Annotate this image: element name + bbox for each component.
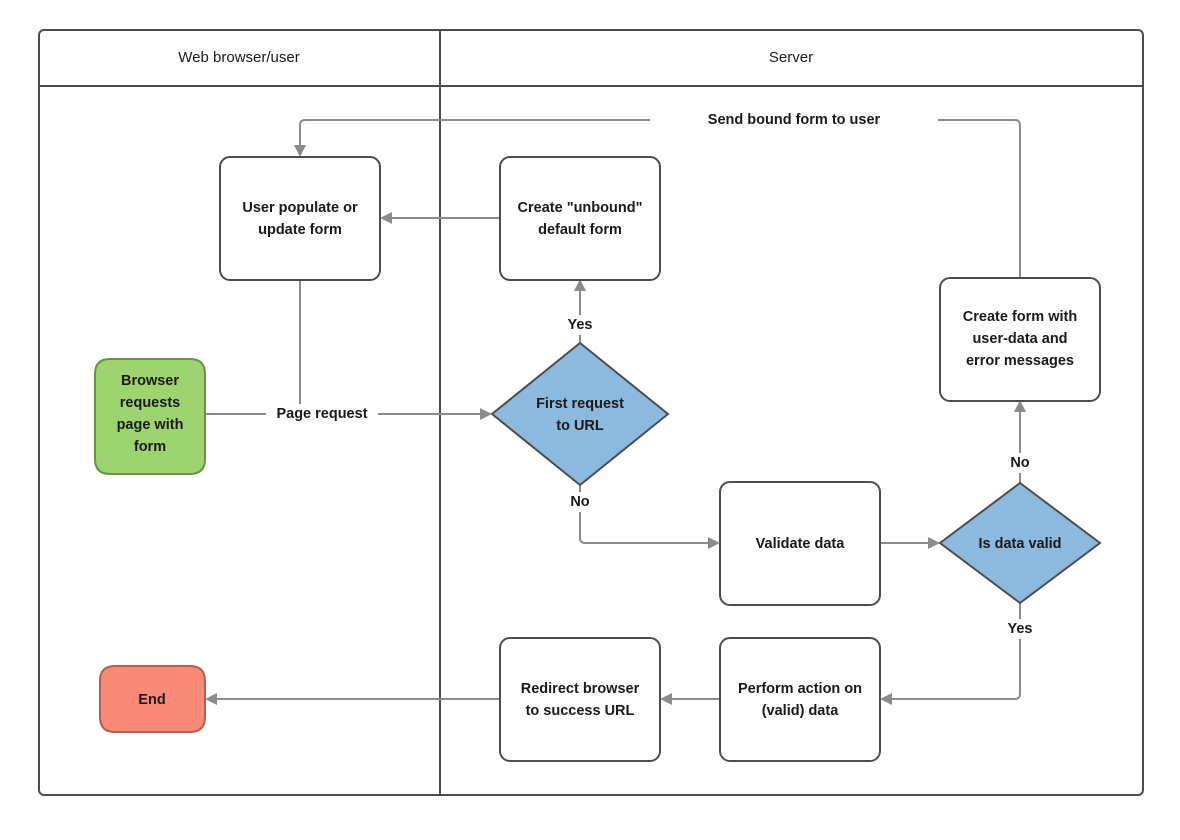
node-redirect-browser-label-line-1: Redirect browser	[521, 681, 640, 697]
edge-page-request-arrowhead	[480, 408, 492, 420]
edge-label-page-request: Page request	[276, 406, 367, 422]
node-is-data-valid-shape[interactable]	[938, 481, 1102, 605]
node-redirect-browser-shape[interactable]	[499, 637, 661, 762]
pool-container: Web browser/user Server	[38, 29, 1144, 796]
node-browser-requests-shape[interactable]	[94, 358, 206, 475]
pool-outer-frame	[38, 29, 1144, 796]
node-browser-requests[interactable]: Browser requests page with form	[94, 358, 206, 475]
edge-label-send-bound-form: Send bound form to user	[708, 112, 881, 128]
edge-send-bound-form-right	[935, 119, 1021, 278]
edge-label-send-bound-form-bg	[650, 110, 938, 130]
edge-is-valid-yes-arrowhead	[880, 693, 892, 705]
edge-first-request-yes-arrowhead	[574, 279, 586, 291]
edge-first-request-no-arrowhead	[708, 537, 720, 549]
node-redirect-browser-label-line-2: to success URL	[526, 703, 635, 719]
node-create-form-errors[interactable]: Create form with user-data and error mes…	[939, 277, 1101, 402]
pool-title-web-browser-user: Web browser/user	[178, 49, 299, 66]
node-browser-requests-label-line-1: Browser	[121, 373, 179, 389]
node-perform-action-label-line-1: Perform action on	[738, 681, 862, 697]
edge-send-bound-form-arrowhead	[294, 145, 306, 157]
node-user-populate-label-line-2: update form	[258, 222, 342, 238]
edge-label-yes-2-bg	[1001, 619, 1039, 639]
node-perform-action[interactable]: Perform action on (valid) data	[719, 637, 881, 762]
connector-layer: up to Create "unbound" default form --> …	[205, 119, 1026, 705]
edge-label-yes-first-request: Yes	[568, 317, 593, 333]
node-is-data-valid[interactable]: Is data valid	[938, 481, 1102, 605]
edge-first-request-no-line	[579, 485, 712, 544]
edge-validate-to-decision-arrowhead	[928, 537, 940, 549]
edge-label-layer: Send bound form to user Page request Yes…	[266, 110, 1039, 639]
node-end-label: End	[138, 692, 165, 708]
node-create-unbound[interactable]: Create "unbound" default form	[499, 156, 661, 281]
edge-label-page-request-bg	[266, 404, 378, 424]
edge-perform-to-redirect-arrowhead	[660, 693, 672, 705]
node-user-populate[interactable]: User populate or update form	[219, 156, 381, 281]
node-browser-requests-label-line-4: form	[134, 439, 166, 455]
node-perform-action-label-line-2: (valid) data	[762, 703, 839, 719]
node-validate-data-shape[interactable]	[719, 481, 881, 606]
node-create-unbound-label-line-1: Create "unbound"	[518, 200, 643, 216]
node-end[interactable]: End	[99, 665, 206, 733]
edge-label-no-2-bg	[1002, 453, 1038, 473]
node-first-request-label-line-2: to URL	[556, 418, 604, 434]
node-first-request-shape[interactable]	[490, 341, 670, 487]
edge-is-valid-no-arrowhead	[1014, 400, 1026, 412]
edge-label-no-first-request: No	[570, 494, 589, 510]
node-user-populate-shape[interactable]	[219, 156, 381, 281]
node-perform-action-shape[interactable]	[719, 637, 881, 762]
node-validate-data-label-line-1: Validate data	[756, 536, 846, 552]
edge-label-no-1-bg	[562, 492, 598, 512]
node-user-populate-label-line-1: User populate or	[242, 200, 358, 216]
node-validate-data[interactable]: Validate data	[719, 481, 881, 606]
node-redirect-browser[interactable]: Redirect browser to success URL	[499, 637, 661, 762]
node-create-unbound-label-line-2: default form	[538, 222, 622, 238]
node-browser-requests-label-line-2: requests	[120, 395, 180, 411]
node-end-shape[interactable]	[99, 665, 206, 733]
node-create-form-errors-label-line-2: user-data and	[972, 331, 1067, 347]
pool-title-server: Server	[769, 49, 813, 66]
edge-redirect-to-end-arrowhead	[205, 693, 217, 705]
node-first-request[interactable]: First request to URL	[490, 341, 670, 487]
node-create-unbound-shape[interactable]	[499, 156, 661, 281]
node-create-form-errors-label-line-1: Create form with	[963, 309, 1077, 325]
node-browser-requests-label-line-3: page with	[117, 417, 184, 433]
node-create-form-errors-label-line-3: error messages	[966, 353, 1074, 369]
node-create-form-errors-shape[interactable]	[939, 277, 1101, 402]
edge-label-yes-1-bg	[561, 315, 599, 335]
edge-unbound-to-user-arrowhead	[380, 212, 392, 224]
edge-send-bound-form-left	[299, 119, 652, 149]
edge-label-yes-is-data-valid: Yes	[1008, 621, 1033, 637]
edge-label-no-is-data-valid: No	[1010, 455, 1029, 471]
edge-is-valid-yes-line	[888, 603, 1021, 700]
node-is-data-valid-label-line-1: Is data valid	[978, 536, 1061, 552]
node-first-request-label-line-1: First request	[536, 396, 624, 412]
